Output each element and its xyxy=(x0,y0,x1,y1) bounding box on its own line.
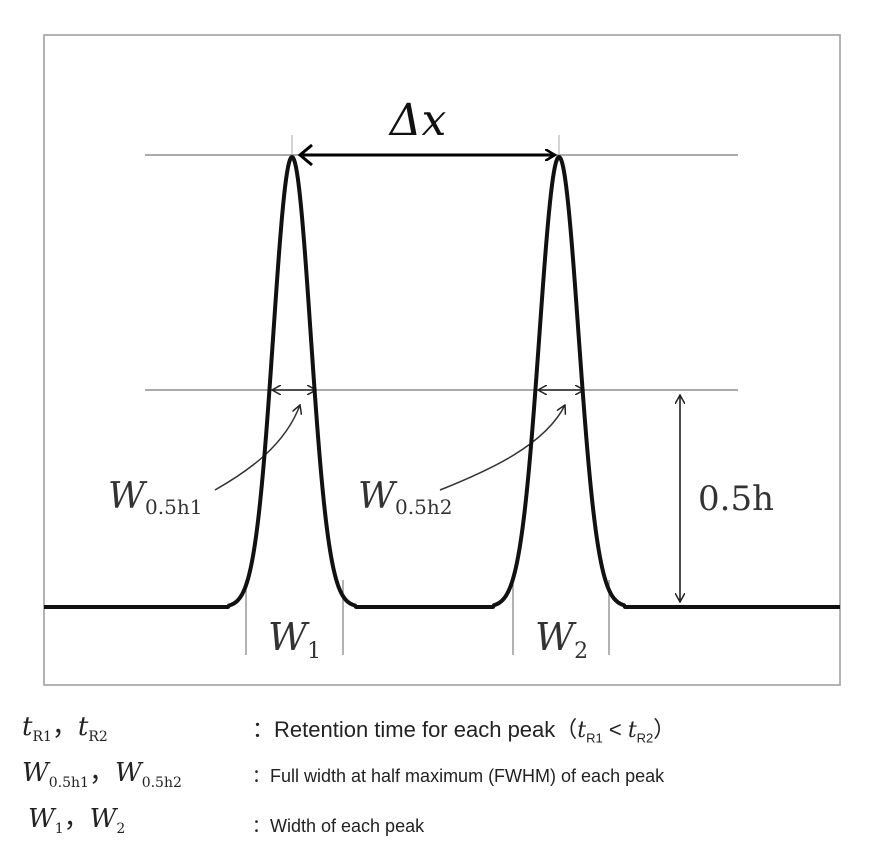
delta-x-arrowhead-left xyxy=(297,143,313,167)
legend: tR1，tR2 ：Retention time for each peak（tR… xyxy=(0,700,885,846)
legend-row-fwhm: W0.5h1，W0.5h2 ：Full width at half maximu… xyxy=(0,752,885,792)
half-height-label: 0.5h xyxy=(698,479,774,519)
fwhm1-pointer xyxy=(214,405,300,491)
legend-desc-width: ：Width of each peak xyxy=(252,816,425,836)
w1-label: W1 xyxy=(268,615,321,664)
delta-x-label: Δx xyxy=(388,95,447,146)
diagram-frame xyxy=(43,34,841,686)
fwhm1-label: W0.5h1 xyxy=(108,476,202,519)
legend-symbol-retention: tR1，tR2 xyxy=(22,712,108,746)
legend-row-width: W1，W2 ：Width of each peak xyxy=(0,798,885,838)
legend-desc-retention: ：Retention time for each peak（tR1 < tR2） xyxy=(252,717,676,746)
w2-label: W2 xyxy=(535,615,588,664)
legend-desc-fwhm: ：Full width at half maximum (FWHM) of ea… xyxy=(252,766,665,786)
chromatogram-trace xyxy=(43,155,841,609)
chromatogram-diagram: Δx W0.5h1 W0.5h2 0.5h W1 W2 xyxy=(43,34,841,686)
legend-symbol-fwhm: W0.5h1，W0.5h2 xyxy=(22,758,182,792)
legend-row-retention: tR1，tR2 ：Retention time for each peak（tR… xyxy=(0,706,885,746)
legend-symbol-width: W1，W2 xyxy=(28,804,126,838)
fwhm2-pointer xyxy=(439,405,565,491)
fwhm2-label: W0.5h2 xyxy=(358,476,452,519)
